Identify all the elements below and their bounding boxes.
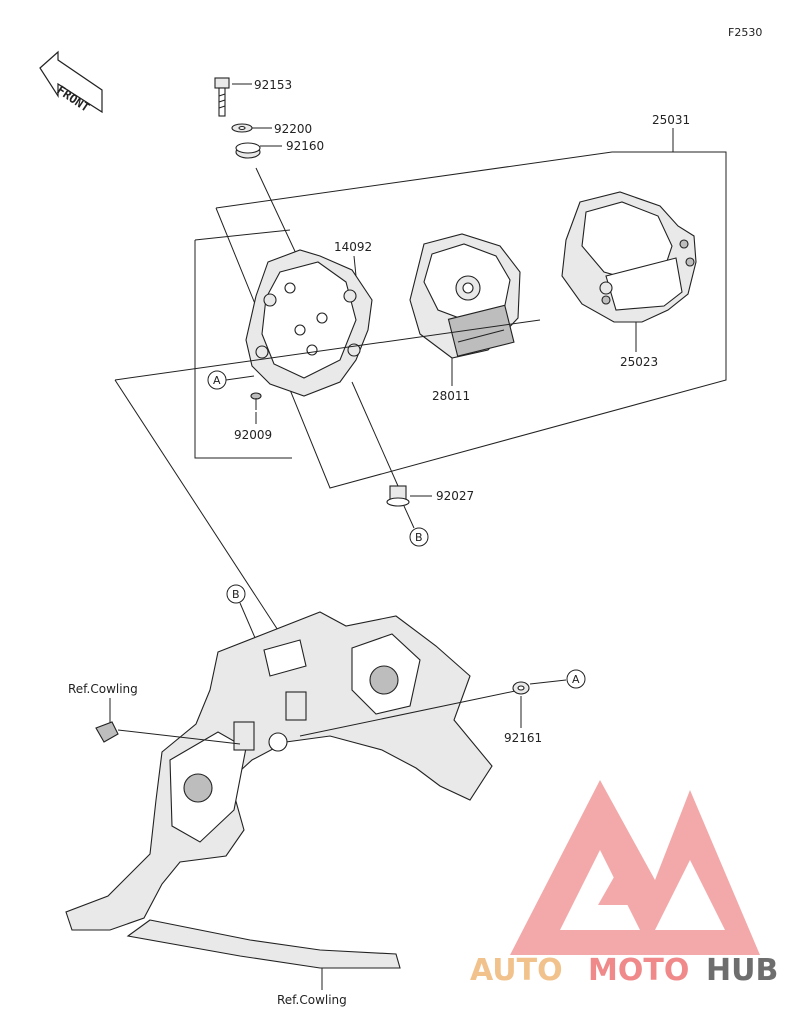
label-92027: 92027	[436, 489, 474, 503]
watermark-auto: AUTO	[470, 953, 563, 988]
ref-b-letter-lower: B	[232, 588, 240, 601]
label-25031: 25031	[652, 113, 690, 127]
ref-a-callout-upper: A	[207, 370, 227, 390]
meter-unit-28011	[409, 233, 521, 359]
cowling-clip	[95, 721, 119, 743]
front-arrow-icon: FRONT	[39, 50, 103, 115]
figure-code: F2530	[728, 26, 762, 39]
ref-b-callout-lower: B	[226, 584, 246, 604]
label-92161: 92161	[504, 731, 542, 745]
collar-92027	[386, 485, 410, 507]
watermark-moto: MOTO	[588, 953, 689, 988]
label-14092: 14092	[334, 240, 372, 254]
ref-a-letter-upper: A	[213, 374, 221, 387]
automotohub-logo-icon	[510, 780, 760, 955]
meter-stay-bracket	[65, 611, 493, 969]
grommet-92160	[235, 142, 261, 159]
label-92160: 92160	[286, 139, 324, 153]
ref-a-letter-lower: A	[572, 673, 580, 686]
ref-b-callout-upper: B	[409, 527, 429, 547]
screw-92009	[250, 392, 262, 410]
assembly-bracket	[194, 128, 727, 489]
meter-cover-25023	[561, 191, 697, 323]
label-92153: 92153	[254, 78, 292, 92]
label-25023: 25023	[620, 355, 658, 369]
meter-housing-14092	[245, 249, 373, 397]
washer-92200	[231, 123, 253, 133]
watermark-hub: HUB	[706, 953, 778, 988]
label-92009: 92009	[234, 428, 272, 442]
ref-cowling-lower: Ref.Cowling	[277, 993, 347, 1007]
label-28011: 28011	[432, 389, 470, 403]
ref-cowling-upper: Ref.Cowling	[68, 682, 138, 696]
nut-92161	[512, 681, 530, 695]
ref-a-callout-lower: A	[566, 669, 586, 689]
label-92200: 92200	[274, 122, 312, 136]
ref-b-letter-upper: B	[415, 531, 423, 544]
bolt-92153	[214, 77, 230, 117]
